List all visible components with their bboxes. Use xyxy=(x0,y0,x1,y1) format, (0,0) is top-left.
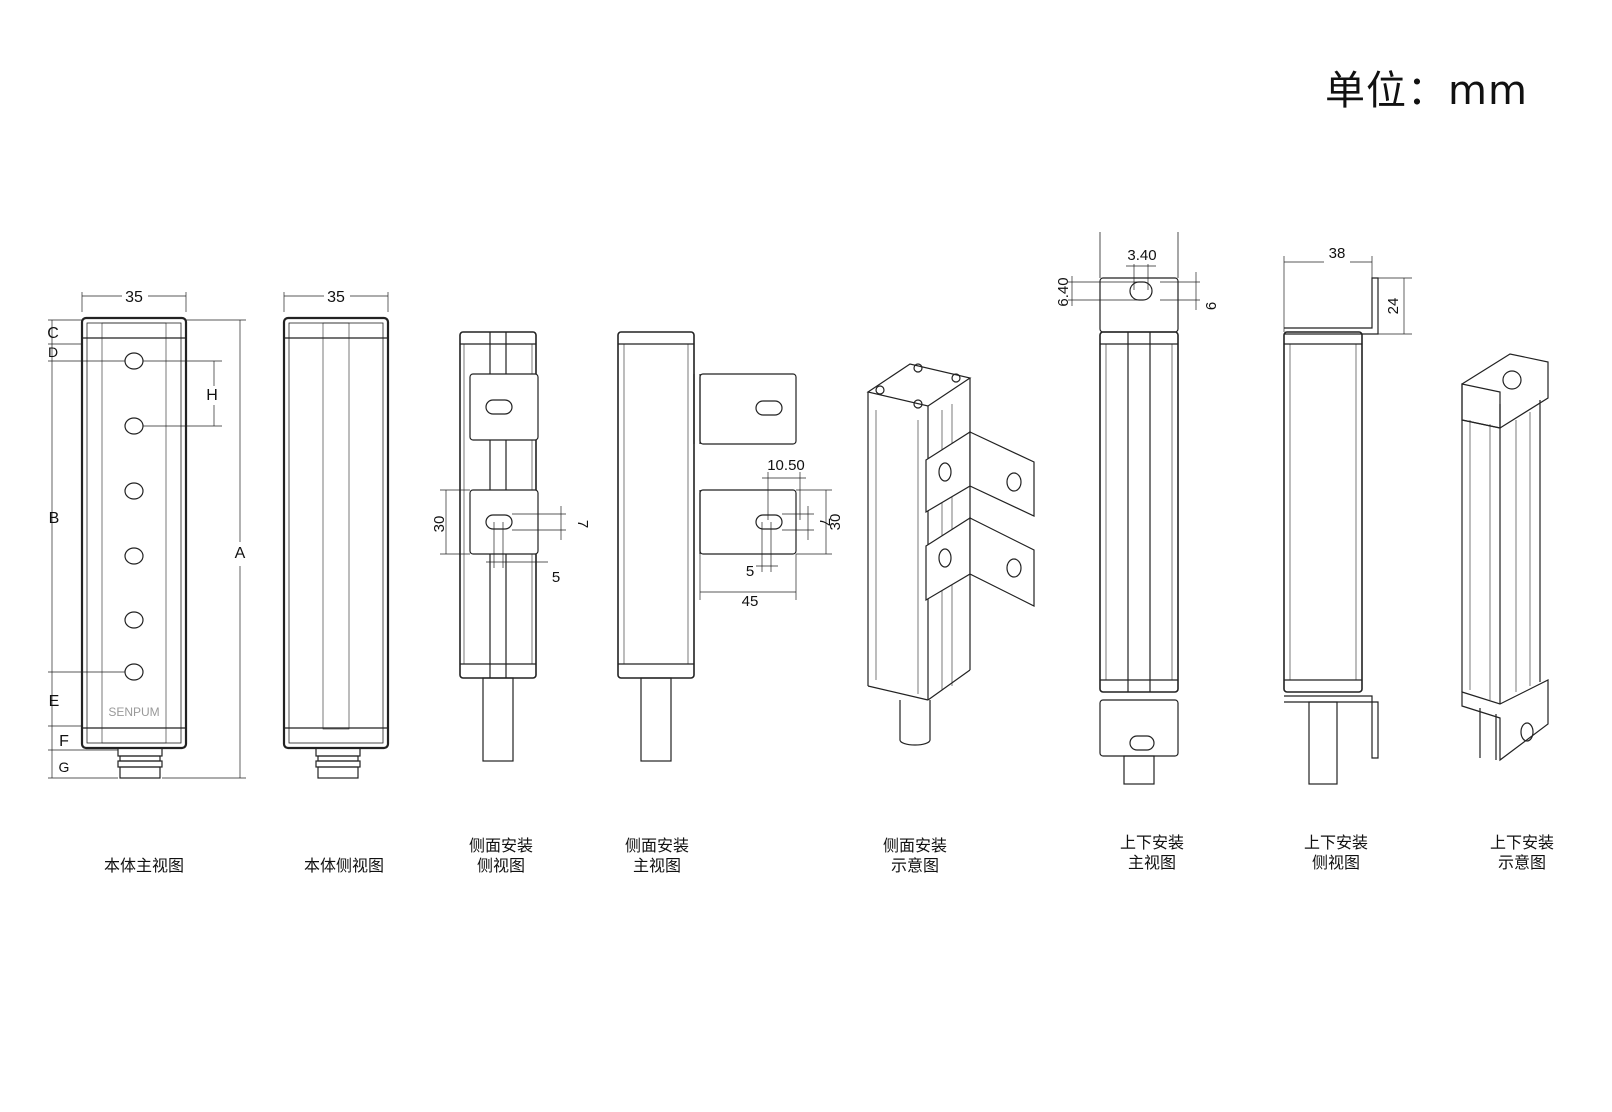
caption-body-front: 本体主视图 xyxy=(103,856,184,875)
dim-front-1050: 10.50 xyxy=(767,457,805,474)
caption-sidemount-iso: 侧面安装 示意图 xyxy=(882,836,947,875)
view-sidemount-iso xyxy=(866,363,1035,746)
dim-front-5: 5 xyxy=(746,563,754,580)
view-topmount-iso xyxy=(1461,353,1549,762)
dim-top-640: 6.40 xyxy=(1055,277,1072,306)
view-body-front xyxy=(48,292,246,779)
dim-front-7: 7 xyxy=(816,518,833,526)
dim-width-side: 35 xyxy=(327,289,345,306)
dim-side-7: 7 xyxy=(574,520,591,528)
caption-sidemount-side: 侧面安装 侧视图 xyxy=(468,836,533,875)
dim-label-f: F xyxy=(59,733,69,750)
dim-top-6: 6 xyxy=(1203,302,1220,310)
view-topmount-side xyxy=(1283,256,1412,785)
dim-side-5: 5 xyxy=(552,569,560,586)
dim-label-b: B xyxy=(49,510,60,527)
view-sidemount-front xyxy=(617,331,832,762)
view-topmount-front xyxy=(1068,232,1200,785)
dim-label-c: C xyxy=(47,325,59,342)
dim-width-front: 35 xyxy=(125,289,143,306)
caption-sidemount-front: 侧面安装 主视图 xyxy=(624,836,689,875)
dim-front-45: 45 xyxy=(742,593,759,610)
dim-label-a: A xyxy=(235,545,246,562)
unit-label: 单位：mm xyxy=(1325,68,1528,114)
caption-topmount-side: 上下安装 侧视图 xyxy=(1303,833,1368,872)
view-body-side xyxy=(282,292,390,779)
dim-front-30: 30 xyxy=(827,514,844,531)
dim-label-d: D xyxy=(48,344,58,360)
dim-label-g: G xyxy=(59,759,70,775)
dim-ts-24: 24 xyxy=(1385,298,1402,315)
caption-topmount-iso: 上下安装 示意图 xyxy=(1489,833,1554,872)
view-sidemount-side xyxy=(440,331,566,762)
dim-label-h: H xyxy=(206,387,218,404)
dim-top-340: 3.40 xyxy=(1127,247,1156,264)
brand-label: SENPUM xyxy=(108,705,159,719)
dim-side-30: 30 xyxy=(431,516,448,533)
caption-topmount-front: 上下安装 主视图 xyxy=(1119,833,1184,872)
caption-body-side: 本体侧视图 xyxy=(303,856,384,875)
dim-ts-38: 38 xyxy=(1329,245,1346,262)
dim-label-e: E xyxy=(49,693,60,710)
